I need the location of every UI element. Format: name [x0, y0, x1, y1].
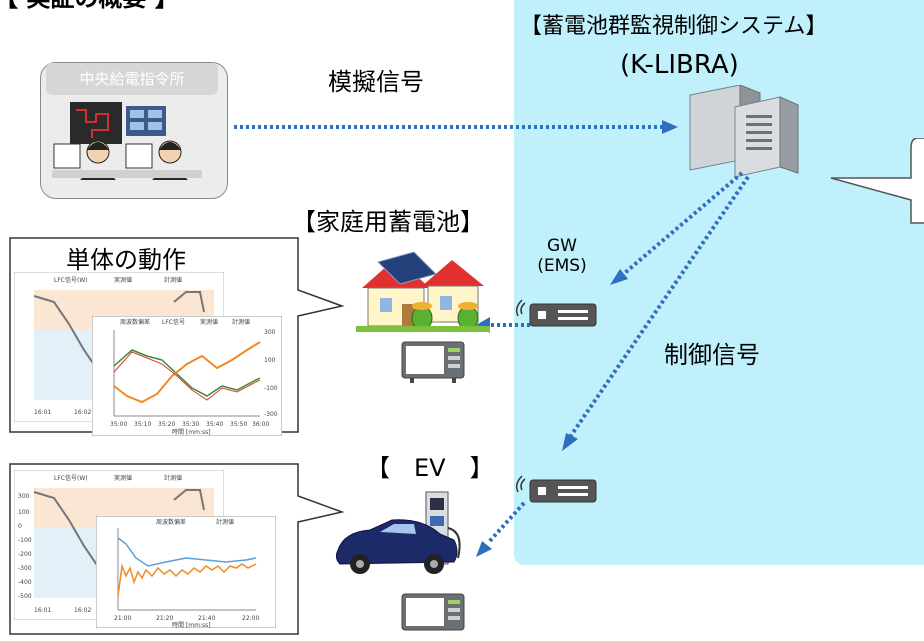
home-x-tick-3: 35:30 [182, 421, 199, 428]
houses-with-battery-icon [356, 251, 490, 332]
simulated-signal-arrow [234, 120, 678, 134]
home-x-tick-6: 36:00 [252, 421, 269, 428]
home-x-tick-1: 35:10 [134, 421, 151, 428]
server-icon [689, 85, 799, 178]
control-room-operators-icon [52, 102, 202, 180]
home-x-tick-5: 35:50 [230, 421, 247, 428]
home-back-legend-planned: 計測値 [164, 276, 182, 284]
ev-back-y-tick-5: -300 [18, 565, 32, 572]
control-signal-arrows [476, 171, 750, 557]
ev-back-legend-planned: 計測値 [164, 474, 182, 482]
ev-car-charger-icon [335, 491, 461, 574]
page-heading: 【 実証の概要 】 [0, 0, 179, 13]
ev-back-legend-measured: 実測値 [114, 474, 132, 482]
home-x-tick-0: 35:00 [110, 421, 127, 428]
ev-back-y-tick-2: 0 [18, 523, 22, 530]
ev-x-tick-3: 22:00 [242, 615, 259, 622]
ev-back-y-tick-0: 300 [18, 493, 30, 500]
home-gateway-device-icon [515, 299, 597, 327]
ev-back-y-tick-6: -400 [18, 579, 32, 586]
ev-back-x-tick-2: 16:02 [74, 607, 91, 614]
home-back-x-tick-2: 16:02 [74, 409, 91, 416]
gateway-label-line2: (EMS) [537, 256, 587, 276]
gateway-label: GW (EMS) [530, 236, 594, 276]
ev-front-legend-freq: 周波数偏差 [156, 518, 186, 526]
ev-front-chart: 周波数偏差 計測値 21:00 21:20 21:40 22:00 時間 [mm… [96, 516, 276, 628]
home-front-chart: 周波数偏差 LFC信号 実測値 計測値 35:00 35:10 35:20 35… [92, 316, 282, 436]
central-dispatch-label: 中央給電指令所 [46, 63, 218, 95]
home-y-tick-3: -300 [264, 411, 278, 418]
speech-bubble [830, 138, 924, 224]
ev-x-tick-2: 21:40 [198, 615, 215, 622]
home-y-tick-0: 300 [264, 329, 276, 336]
home-battery-title: 【家庭用蓄電池】 [292, 208, 484, 236]
ev-back-y-tick-1: 100 [18, 509, 30, 516]
home-y-tick-1: 100 [264, 357, 276, 364]
home-front-legend-measured: 実測値 [200, 318, 218, 326]
ev-back-x-tick-1: 16:01 [34, 607, 51, 614]
ev-x-tick-0: 21:00 [114, 615, 131, 622]
home-front-legend-freq: 周波数偏差 [120, 318, 150, 326]
home-front-legend-lfc: LFC信号 [162, 318, 185, 326]
home-front-legend-planned: 計測値 [232, 318, 250, 326]
ev-front-legend-planned: 計測値 [216, 518, 234, 526]
home-x-label: 時間 [mm:ss] [172, 428, 211, 436]
ev-back-y-tick-3: -100 [18, 537, 32, 544]
home-callout-title: 単体の動作 [66, 246, 186, 274]
system-name: (K-LIBRA) [620, 50, 739, 80]
ev-x-tick-1: 21:20 [156, 615, 173, 622]
home-back-legend-measured: 実測値 [114, 276, 132, 284]
home-back-legend-lfc: LFC信号(W) [54, 276, 88, 284]
control-signal-label: 制御信号 [664, 341, 760, 369]
gateway-label-line1: GW [547, 236, 577, 256]
ev-title: 【 EV 】 [366, 454, 494, 482]
simulated-signal-label: 模擬信号 [328, 68, 424, 96]
ev-x-label: 時間 [mm:ss] [172, 621, 211, 628]
ev-back-legend-lfc: LFC信号(W) [54, 474, 88, 482]
ev-gateway-device-icon [515, 475, 597, 503]
ev-meter-icon [401, 593, 465, 631]
system-title: 【蓄電池群監視制御システム】 [520, 14, 828, 39]
home-meter-icon [401, 341, 465, 383]
home-back-x-tick-1: 16:01 [34, 409, 51, 416]
home-x-tick-4: 35:40 [206, 421, 223, 428]
ev-back-y-tick-7: -500 [18, 593, 32, 600]
home-y-tick-2: -100 [264, 385, 278, 392]
home-x-tick-2: 35:20 [158, 421, 175, 428]
ev-back-y-tick-4: -200 [18, 551, 32, 558]
